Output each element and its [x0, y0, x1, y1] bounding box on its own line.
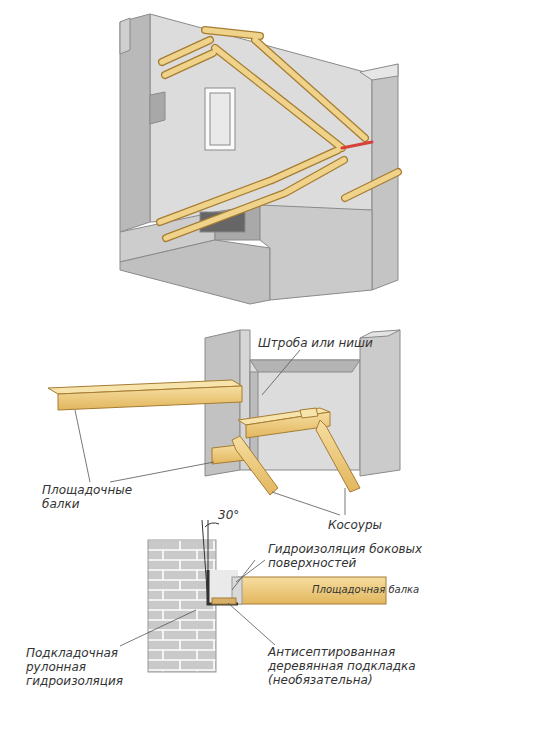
callout-label: Антисептированная деревянная подкладка (… [268, 645, 458, 687]
callout-label: Подкладочная рулонная гидроизоляция [26, 646, 176, 688]
callout-label: Штроба или ниши [258, 336, 373, 350]
callout-label: Площадочные балки [42, 483, 152, 511]
callout-label: Площадочная балка [312, 583, 419, 597]
callout-label: Гидроизоляция боковых поверхностей [268, 542, 438, 570]
callout-label: 30° [218, 508, 239, 522]
callout-label: Косоуры [328, 518, 382, 532]
